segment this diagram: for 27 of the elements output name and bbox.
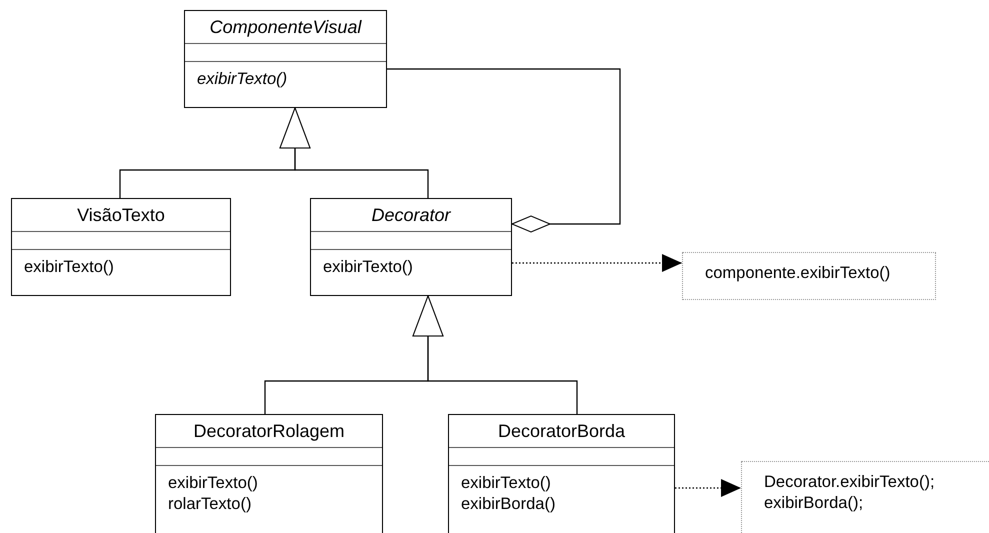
- class-name: DecoratorBorda: [498, 421, 626, 441]
- class-box: [184, 10, 387, 108]
- note-box: [741, 461, 989, 533]
- dotted-arrow: [512, 254, 682, 272]
- class-box: [11, 198, 231, 296]
- class-box: [310, 198, 512, 296]
- aggregation-connector: [387, 68, 621, 232]
- method-name: rolarTexto(): [168, 494, 252, 515]
- method-name: exibirTexto(): [323, 257, 413, 278]
- note-text: Decorator.exibirTexto();: [764, 473, 935, 491]
- class-box: [155, 414, 383, 533]
- method-name: exibirTexto(): [197, 69, 288, 90]
- method-name: exibirTexto(): [24, 257, 114, 278]
- method-name: exibirTexto(): [168, 473, 258, 494]
- inheritance-arrow: [280, 108, 429, 198]
- note-text: exibirBorda();: [764, 494, 864, 512]
- dotted-arrow: [675, 479, 741, 497]
- method-name: exibirTexto(): [461, 473, 551, 494]
- inheritance-arrow: [412, 296, 578, 414]
- class-name: Decorator: [371, 205, 451, 225]
- note-box: [682, 252, 936, 300]
- method-name: exibirBorda(): [461, 494, 556, 515]
- class-box: [448, 414, 675, 533]
- class-name: VisãoTexto: [77, 205, 165, 225]
- note-text: componente.exibirTexto(): [705, 264, 890, 282]
- class-name: ComponenteVisual: [210, 17, 362, 37]
- class-name: DecoratorRolagem: [193, 421, 345, 441]
